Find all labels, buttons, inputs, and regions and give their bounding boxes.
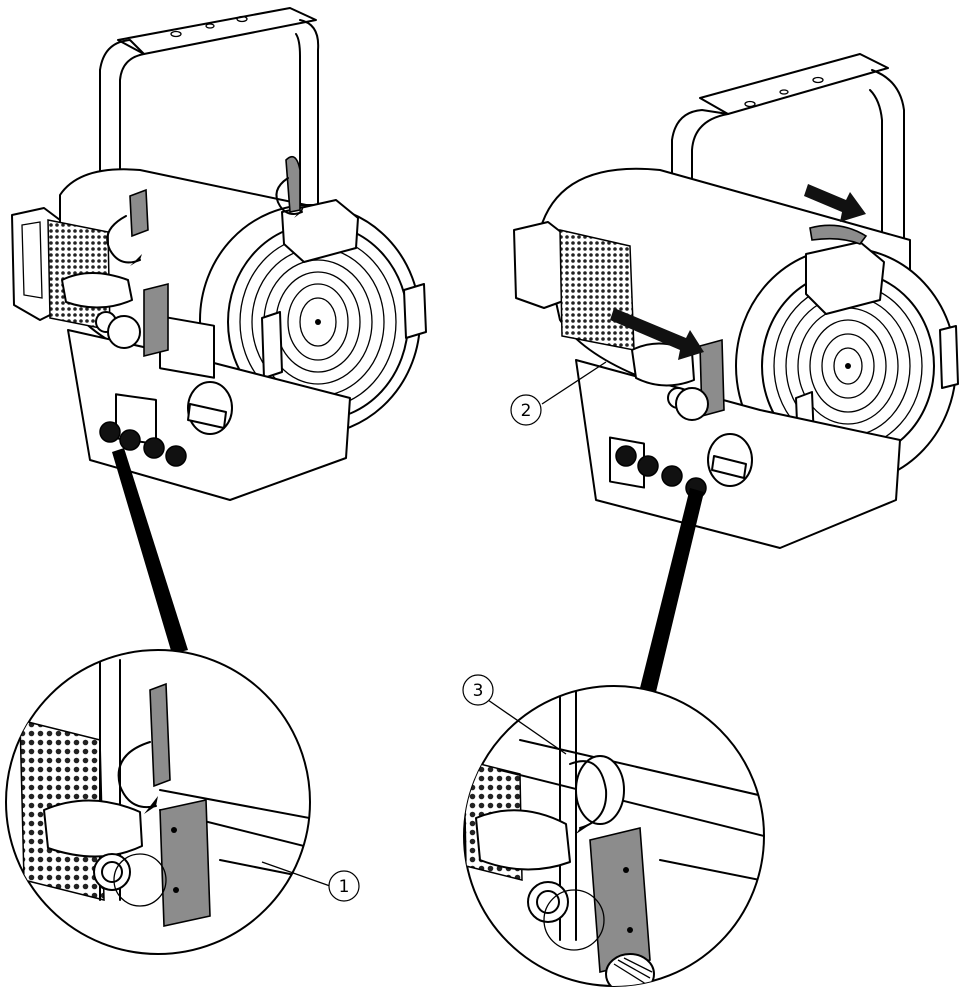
right-detail-magnifier: 3 [462,674,765,987]
callout-2: 2 [510,394,542,426]
slide-arrow-icon [610,308,704,360]
right-fixture: 2 [510,53,959,692]
callout-3-label: 3 [473,681,484,701]
callout-1-label: 1 [339,877,350,897]
callout-2-label: 2 [521,401,532,421]
callout-3: 3 [462,674,494,706]
slide-arrow-icon [804,184,866,222]
left-fixture [11,7,427,654]
callout-1: 1 [328,870,360,902]
rotate-arrow-icon [275,177,304,218]
rotate-arrow-icon [106,188,149,266]
left-detail-magnifier: 1 [5,649,360,955]
